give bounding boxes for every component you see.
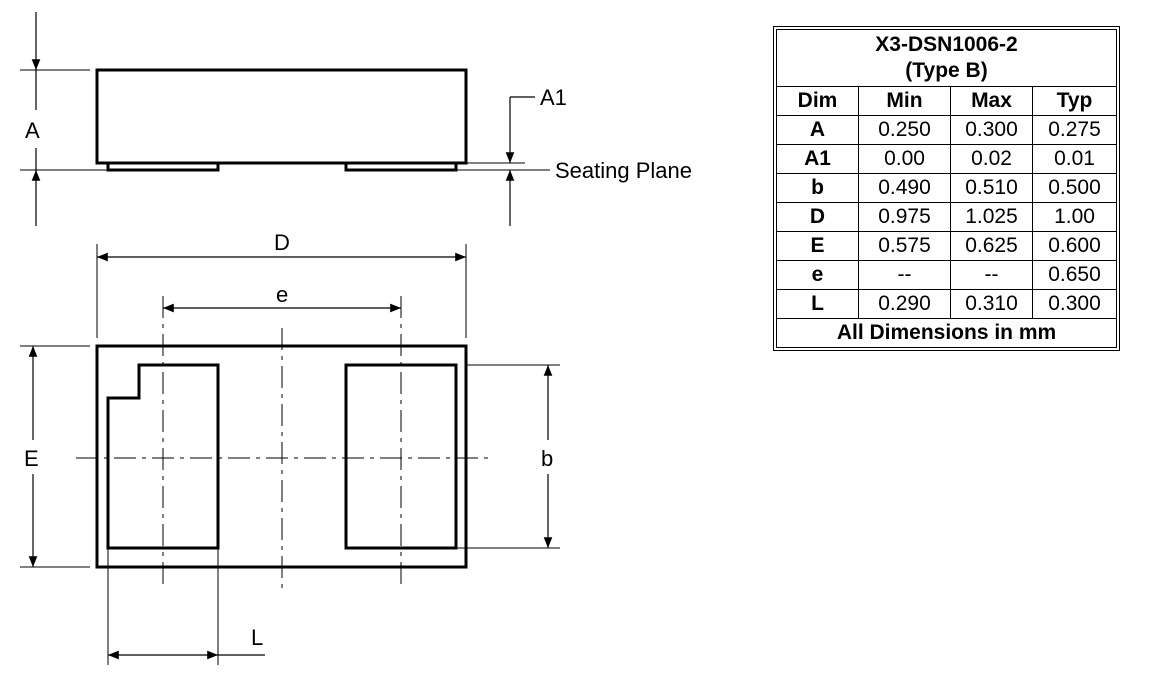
row-dim: L [776,289,859,319]
label-b: b [541,446,553,471]
row-typ: 0.300 [1032,289,1117,319]
package-outline-drawing: A A1 Seating Plane D e E b [20,12,692,665]
row-min: -- [858,260,951,290]
table-row: e -- -- 0.650 [776,260,1117,290]
side-view [20,12,550,226]
header-min: Min [858,86,951,116]
row-min: 0.575 [858,231,951,261]
row-max: 0.510 [950,173,1033,203]
header-typ: Typ [1032,86,1117,116]
label-A1: A1 [540,85,567,110]
row-max: -- [950,260,1033,290]
row-dim: b [776,173,859,203]
row-dim: A [776,115,859,145]
top-view [20,244,560,665]
row-min: 0.250 [858,115,951,145]
package-body-side [95,68,468,165]
table-row: b 0.490 0.510 0.500 [776,173,1117,203]
row-dim: E [776,231,859,261]
row-typ: 0.01 [1032,144,1117,174]
label-seating-plane: Seating Plane [555,158,692,183]
label-A: A [25,118,40,143]
row-max: 0.02 [950,144,1033,174]
row-typ: 0.275 [1032,115,1117,145]
table-row: A 0.250 0.300 0.275 [776,115,1117,145]
row-min: 0.00 [858,144,951,174]
row-min: 0.290 [858,289,951,319]
label-e: e [276,282,288,307]
row-min: 0.490 [858,173,951,203]
dimensions-table-frame: X3-DSN1006-2 (Type B) Dim Min Max Typ A … [773,26,1120,351]
row-dim: e [776,260,859,290]
row-dim: D [776,202,859,232]
row-typ: 0.500 [1032,173,1117,203]
header-dim: Dim [776,86,859,116]
table-title-line2: (Type B) [905,59,988,82]
row-typ: 0.600 [1032,231,1117,261]
label-D: D [274,230,290,255]
label-L: L [251,625,263,650]
left-pad-side [106,161,220,172]
dimensions-table: X3-DSN1006-2 (Type B) Dim Min Max Typ A … [776,29,1117,348]
table-title-line1: X3-DSN1006-2 [875,33,1018,56]
table-header-row: Dim Min Max Typ [776,86,1117,116]
row-dim: A1 [776,144,859,174]
row-max: 0.310 [950,289,1033,319]
table-row: E 0.575 0.625 0.600 [776,231,1117,261]
row-min: 0.975 [858,202,951,232]
row-max: 0.625 [950,231,1033,261]
header-max: Max [950,86,1033,116]
table-row: A1 0.00 0.02 0.01 [776,144,1117,174]
label-E: E [24,446,39,471]
table-row: L 0.290 0.310 0.300 [776,289,1117,319]
row-max: 0.300 [950,115,1033,145]
table-row: D 0.975 1.025 1.00 [776,202,1117,232]
table-title: X3-DSN1006-2 (Type B) [776,29,1117,87]
row-typ: 1.00 [1032,202,1117,232]
right-pad-side [344,161,458,172]
row-typ: 0.650 [1032,260,1117,290]
row-max: 1.025 [950,202,1033,232]
table-footer: All Dimensions in mm [776,318,1117,348]
